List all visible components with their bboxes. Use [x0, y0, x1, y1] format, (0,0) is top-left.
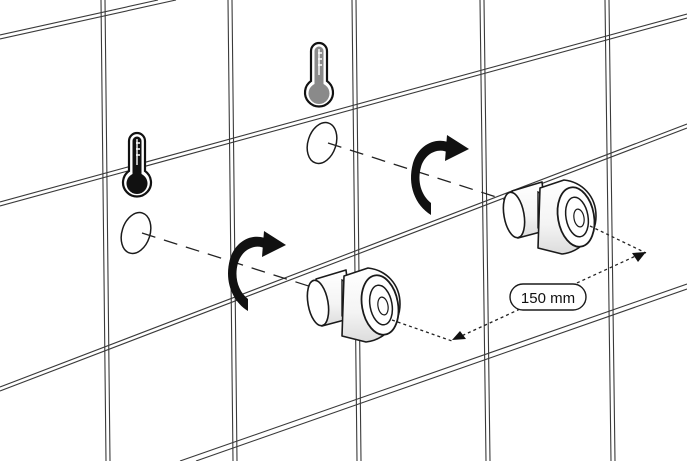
axis-line-cold — [327, 142, 516, 204]
dimension-label: 150 mm — [509, 283, 587, 311]
rotate-arrow-icon — [411, 135, 469, 216]
dimension-leader-cold — [589, 225, 647, 254]
dimension-leader-hot — [391, 319, 453, 342]
rotate-arrow-icon — [228, 231, 286, 311]
eccentric-connector-cold — [502, 179, 597, 255]
eccentric-connector-hot — [306, 267, 401, 343]
dimension-label-text: 150 mm — [521, 290, 575, 307]
dimension-arrow-end — [632, 252, 646, 262]
dimension-arrow-start — [452, 331, 466, 340]
thermometer-cold-icon — [303, 41, 335, 108]
dimension-label-box — [509, 283, 587, 311]
thermometer-hot-icon — [121, 131, 153, 198]
tile-grout-vertical — [100, 0, 616, 461]
wall-hole-cold — [306, 121, 338, 165]
wall-hole-hot — [120, 211, 152, 255]
